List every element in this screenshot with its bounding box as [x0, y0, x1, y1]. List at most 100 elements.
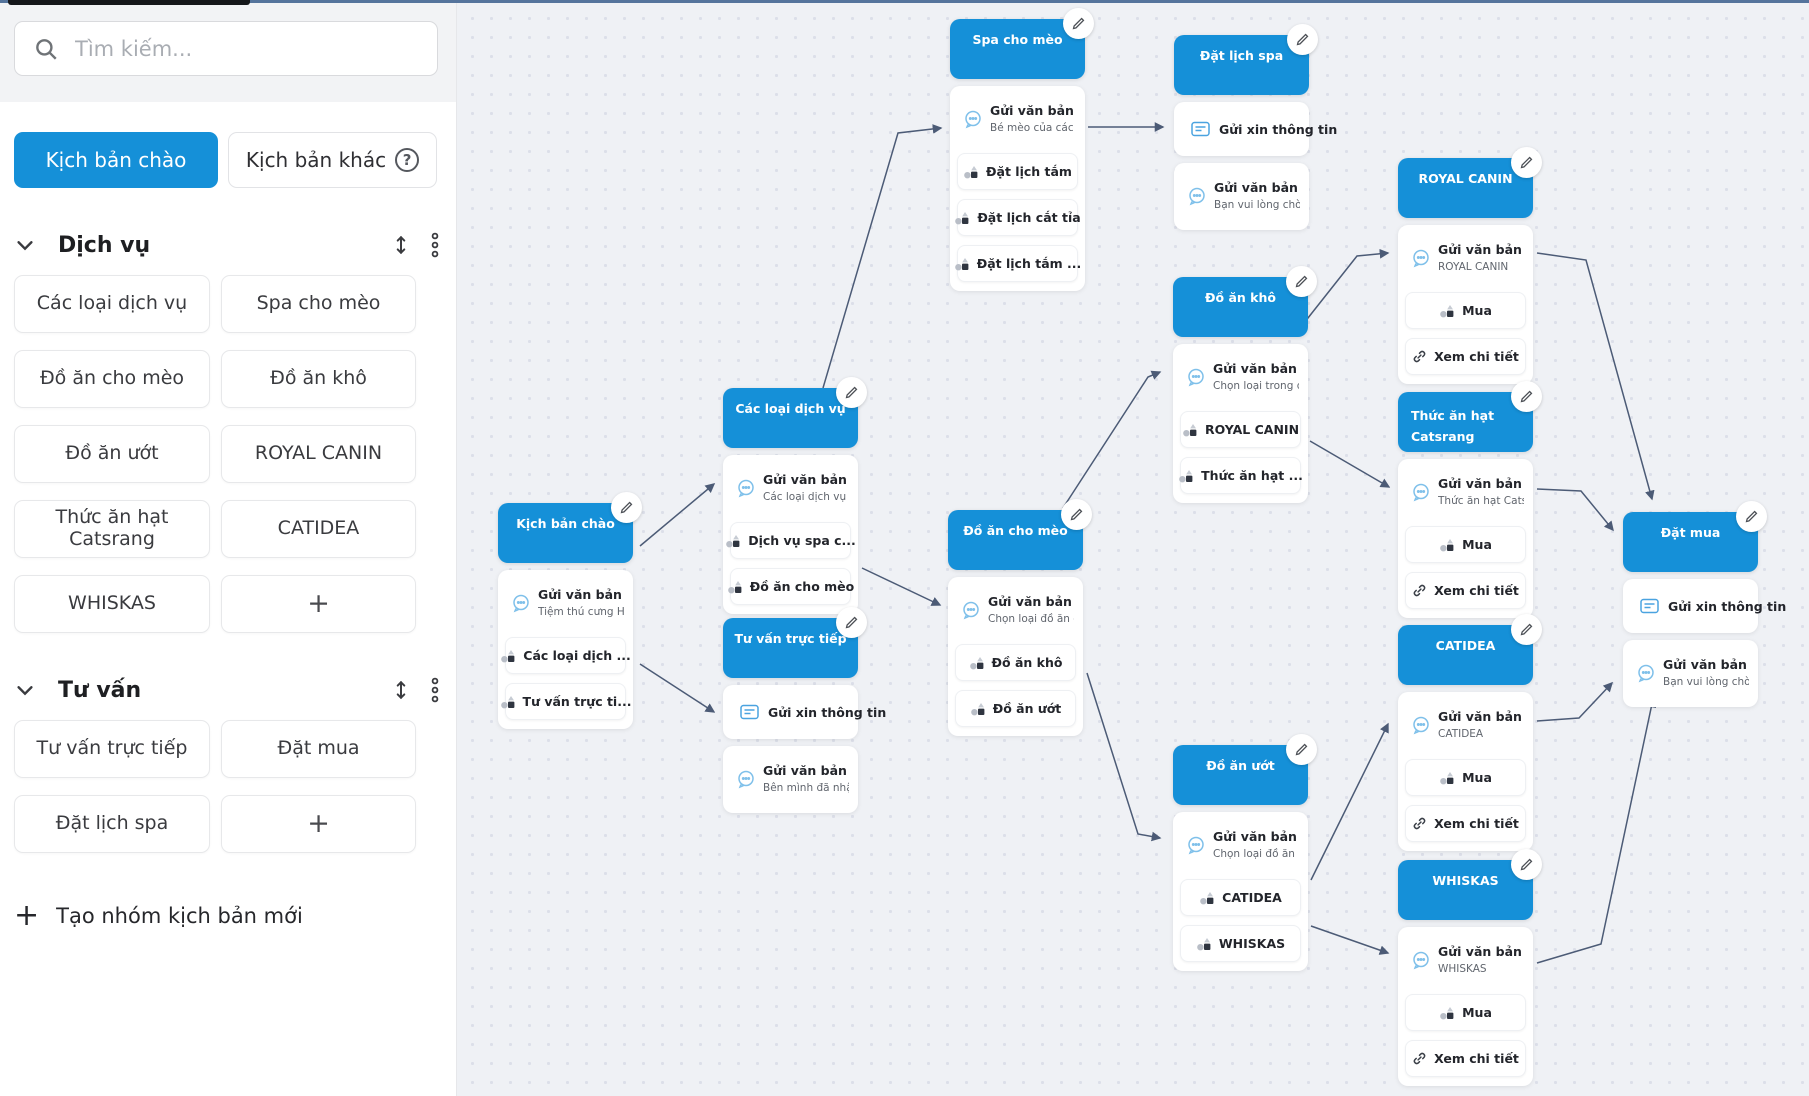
- search-box[interactable]: [14, 21, 438, 76]
- edit-icon[interactable]: [1061, 499, 1092, 530]
- tab-kich-ban-chao[interactable]: Kịch bản chào: [14, 132, 218, 188]
- scenario-button[interactable]: Đồ ăn khô: [221, 350, 416, 408]
- edit-icon[interactable]: [1286, 266, 1317, 297]
- request-info-step[interactable]: Gửi xin thông tin: [730, 694, 886, 730]
- node-header[interactable]: CATIDEA: [1398, 614, 1542, 685]
- node-header[interactable]: Đặt lịch spa: [1174, 24, 1318, 95]
- scenario-button[interactable]: Đồ ăn ướt: [14, 425, 210, 483]
- reply-chip[interactable]: Đặt lịch cắt tỉa: [955, 199, 1081, 236]
- edit-icon[interactable]: [1511, 614, 1542, 645]
- node-header[interactable]: Kịch bản chào: [498, 492, 642, 563]
- flow-canvas[interactable]: [457, 0, 1809, 1096]
- node-header[interactable]: Đồ ăn khô: [1173, 266, 1317, 337]
- scenario-button[interactable]: CATIDEA: [221, 500, 416, 558]
- kebab-menu-icon[interactable]: [430, 677, 440, 703]
- reply-chip[interactable]: Đồ ăn ướt: [955, 690, 1076, 727]
- scenario-button[interactable]: Đặt lịch spa: [14, 795, 210, 853]
- add-scenario-button[interactable]: +: [221, 795, 416, 853]
- edit-icon[interactable]: [1511, 381, 1542, 412]
- scenario-button[interactable]: Đồ ăn cho mèo: [14, 350, 210, 408]
- reply-chip[interactable]: Các loại dịch ...: [501, 637, 631, 674]
- edit-icon[interactable]: [836, 607, 867, 638]
- reply-chip[interactable]: Thức ăn hạt ...: [1179, 457, 1303, 494]
- scenario-button[interactable]: Spa cho mèo: [221, 275, 416, 333]
- reply-chip[interactable]: Mua: [1405, 994, 1526, 1031]
- node-dat-lich-spa[interactable]: Đặt lịch spa Gửi xin thông tin Gửi văn b…: [1174, 24, 1337, 230]
- edit-icon[interactable]: [1286, 734, 1317, 765]
- reply-chip[interactable]: CATIDEA: [1180, 879, 1301, 916]
- node-header[interactable]: Đồ ăn ướt: [1173, 734, 1317, 805]
- edit-icon[interactable]: [611, 492, 642, 523]
- reply-chip[interactable]: Mua: [1405, 292, 1526, 329]
- scenario-button[interactable]: ROYAL CANIN: [221, 425, 416, 483]
- node-header[interactable]: Tư vấn trực tiếp: [723, 607, 867, 678]
- edit-icon[interactable]: [1287, 24, 1318, 55]
- edit-icon[interactable]: [836, 377, 867, 408]
- node-header[interactable]: Spa cho mèo: [950, 8, 1094, 79]
- node-tu-van-truc-tiep[interactable]: Tư vấn trực tiếp Gửi xin thông tin Gửi v…: [723, 607, 886, 813]
- sort-vertical-icon[interactable]: [392, 679, 410, 701]
- request-info-step[interactable]: Gửi xin thông tin: [1181, 111, 1337, 147]
- reply-chip[interactable]: Đồ ăn khô: [955, 644, 1076, 681]
- reply-chip[interactable]: Mua: [1405, 526, 1526, 563]
- scenario-button[interactable]: Các loại dịch vụ: [14, 275, 210, 333]
- reply-chip[interactable]: Tư vấn trực ti...: [500, 683, 631, 720]
- scenario-button[interactable]: WHISKAS: [14, 575, 210, 633]
- add-scenario-button[interactable]: +: [221, 575, 416, 633]
- node-header[interactable]: ROYAL CANIN: [1398, 147, 1542, 218]
- scenario-button[interactable]: Đặt mua: [221, 720, 416, 778]
- kebab-menu-icon[interactable]: [430, 232, 440, 258]
- link-chip[interactable]: Xem chi tiết: [1405, 338, 1526, 375]
- node-header[interactable]: Các loại dịch vụ: [723, 377, 867, 448]
- link-chip[interactable]: Xem chi tiết: [1405, 1040, 1526, 1077]
- reply-chip[interactable]: Mua: [1405, 759, 1526, 796]
- reply-chip[interactable]: Đồ ăn cho mèo: [727, 568, 854, 605]
- request-info-step[interactable]: Gửi xin thông tin: [1630, 588, 1786, 624]
- chevron-down-icon[interactable]: [14, 679, 36, 701]
- link-chip[interactable]: Xem chi tiết: [1405, 572, 1526, 609]
- create-group-button[interactable]: + Tạo nhóm kịch bản mới: [0, 901, 456, 931]
- scenario-button[interactable]: Thức ăn hạt Catsrang: [14, 500, 210, 558]
- edit-icon[interactable]: [1511, 849, 1542, 880]
- chevron-down-icon[interactable]: [14, 234, 36, 256]
- reply-chip[interactable]: WHISKAS: [1180, 925, 1301, 962]
- node-header[interactable]: Thức ăn hạt Catsrang: [1398, 381, 1542, 452]
- tab-kich-ban-khac[interactable]: Kịch bản khác ?: [228, 132, 437, 188]
- search-input[interactable]: [73, 35, 419, 62]
- node-header[interactable]: Đồ ăn cho mèo: [948, 499, 1092, 570]
- reply-chip[interactable]: Dịch vụ spa c...: [726, 522, 856, 559]
- sort-vertical-icon[interactable]: [392, 234, 410, 256]
- link-chip[interactable]: Xem chi tiết: [1405, 805, 1526, 842]
- node-header[interactable]: WHISKAS: [1398, 849, 1542, 920]
- scenario-button[interactable]: Tư vấn trực tiếp: [14, 720, 210, 778]
- reply-chip[interactable]: ROYAL CANIN: [1180, 411, 1301, 448]
- edit-icon[interactable]: [1736, 501, 1767, 532]
- node-header[interactable]: Đặt mua: [1623, 501, 1767, 572]
- reply-chip[interactable]: Đặt lịch tắm: [957, 153, 1078, 190]
- edit-icon[interactable]: [1063, 8, 1094, 39]
